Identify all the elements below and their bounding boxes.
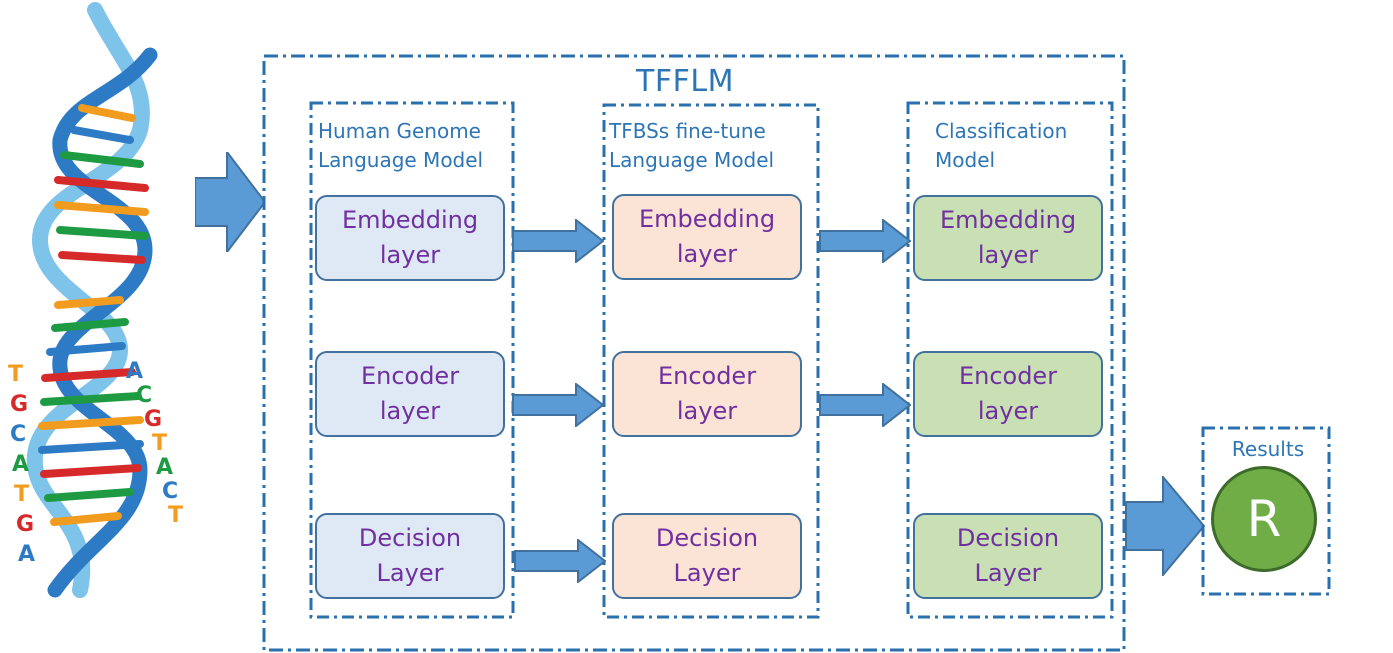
dna-letter: A xyxy=(156,455,174,480)
arrow-right-icon xyxy=(512,383,604,427)
decision-layer-box: Decision Layer xyxy=(612,513,802,599)
column-title-classification: Classification Model xyxy=(935,119,1068,172)
results-circle-icon: R xyxy=(1211,466,1317,572)
dna-letter: C xyxy=(136,383,153,408)
dna-letter: A xyxy=(12,452,30,477)
embedding-layer-box: Embedding layer xyxy=(913,195,1103,281)
dna-letter: C xyxy=(162,479,179,504)
output-arrow-icon xyxy=(1125,476,1205,576)
dna-letter: T xyxy=(152,431,168,456)
encoder-layer-box: Encoder layer xyxy=(315,351,505,437)
dna-letter: A xyxy=(18,542,36,567)
decision-layer-box: Decision Layer xyxy=(913,513,1103,599)
encoder-layer-box: Encoder layer xyxy=(612,351,802,437)
dna-letter: G xyxy=(144,407,163,432)
arrow-right-icon xyxy=(819,383,911,427)
dna-letter: G xyxy=(10,392,29,417)
dna-letter: T xyxy=(8,362,24,387)
input-arrow-icon xyxy=(195,152,265,252)
column-title-human-genome: Human Genome Language Model xyxy=(318,119,484,172)
dna-letter: A xyxy=(126,359,144,384)
diagram-title: TFFLM xyxy=(636,64,734,99)
dna-letter: T xyxy=(14,482,30,507)
arrow-right-icon xyxy=(819,219,911,263)
dna-letter: C xyxy=(10,422,27,447)
results-symbol: R xyxy=(1246,490,1282,548)
arrow-right-icon xyxy=(514,539,606,583)
embedding-layer-box: Embedding layer xyxy=(315,195,505,281)
dna-double-helix-illustration: T G C A T G A A C G T A C T xyxy=(0,0,200,620)
dna-letter: G xyxy=(16,512,35,537)
results-label: Results xyxy=(1231,437,1305,461)
column-title-tfbs-finetune: TFBSs fine-tune Language Model xyxy=(609,119,775,172)
decision-layer-box: Decision Layer xyxy=(315,513,505,599)
encoder-layer-box: Encoder layer xyxy=(913,351,1103,437)
embedding-layer-box: Embedding layer xyxy=(612,194,802,280)
dna-letter: T xyxy=(168,503,184,528)
arrow-right-icon xyxy=(512,219,604,263)
